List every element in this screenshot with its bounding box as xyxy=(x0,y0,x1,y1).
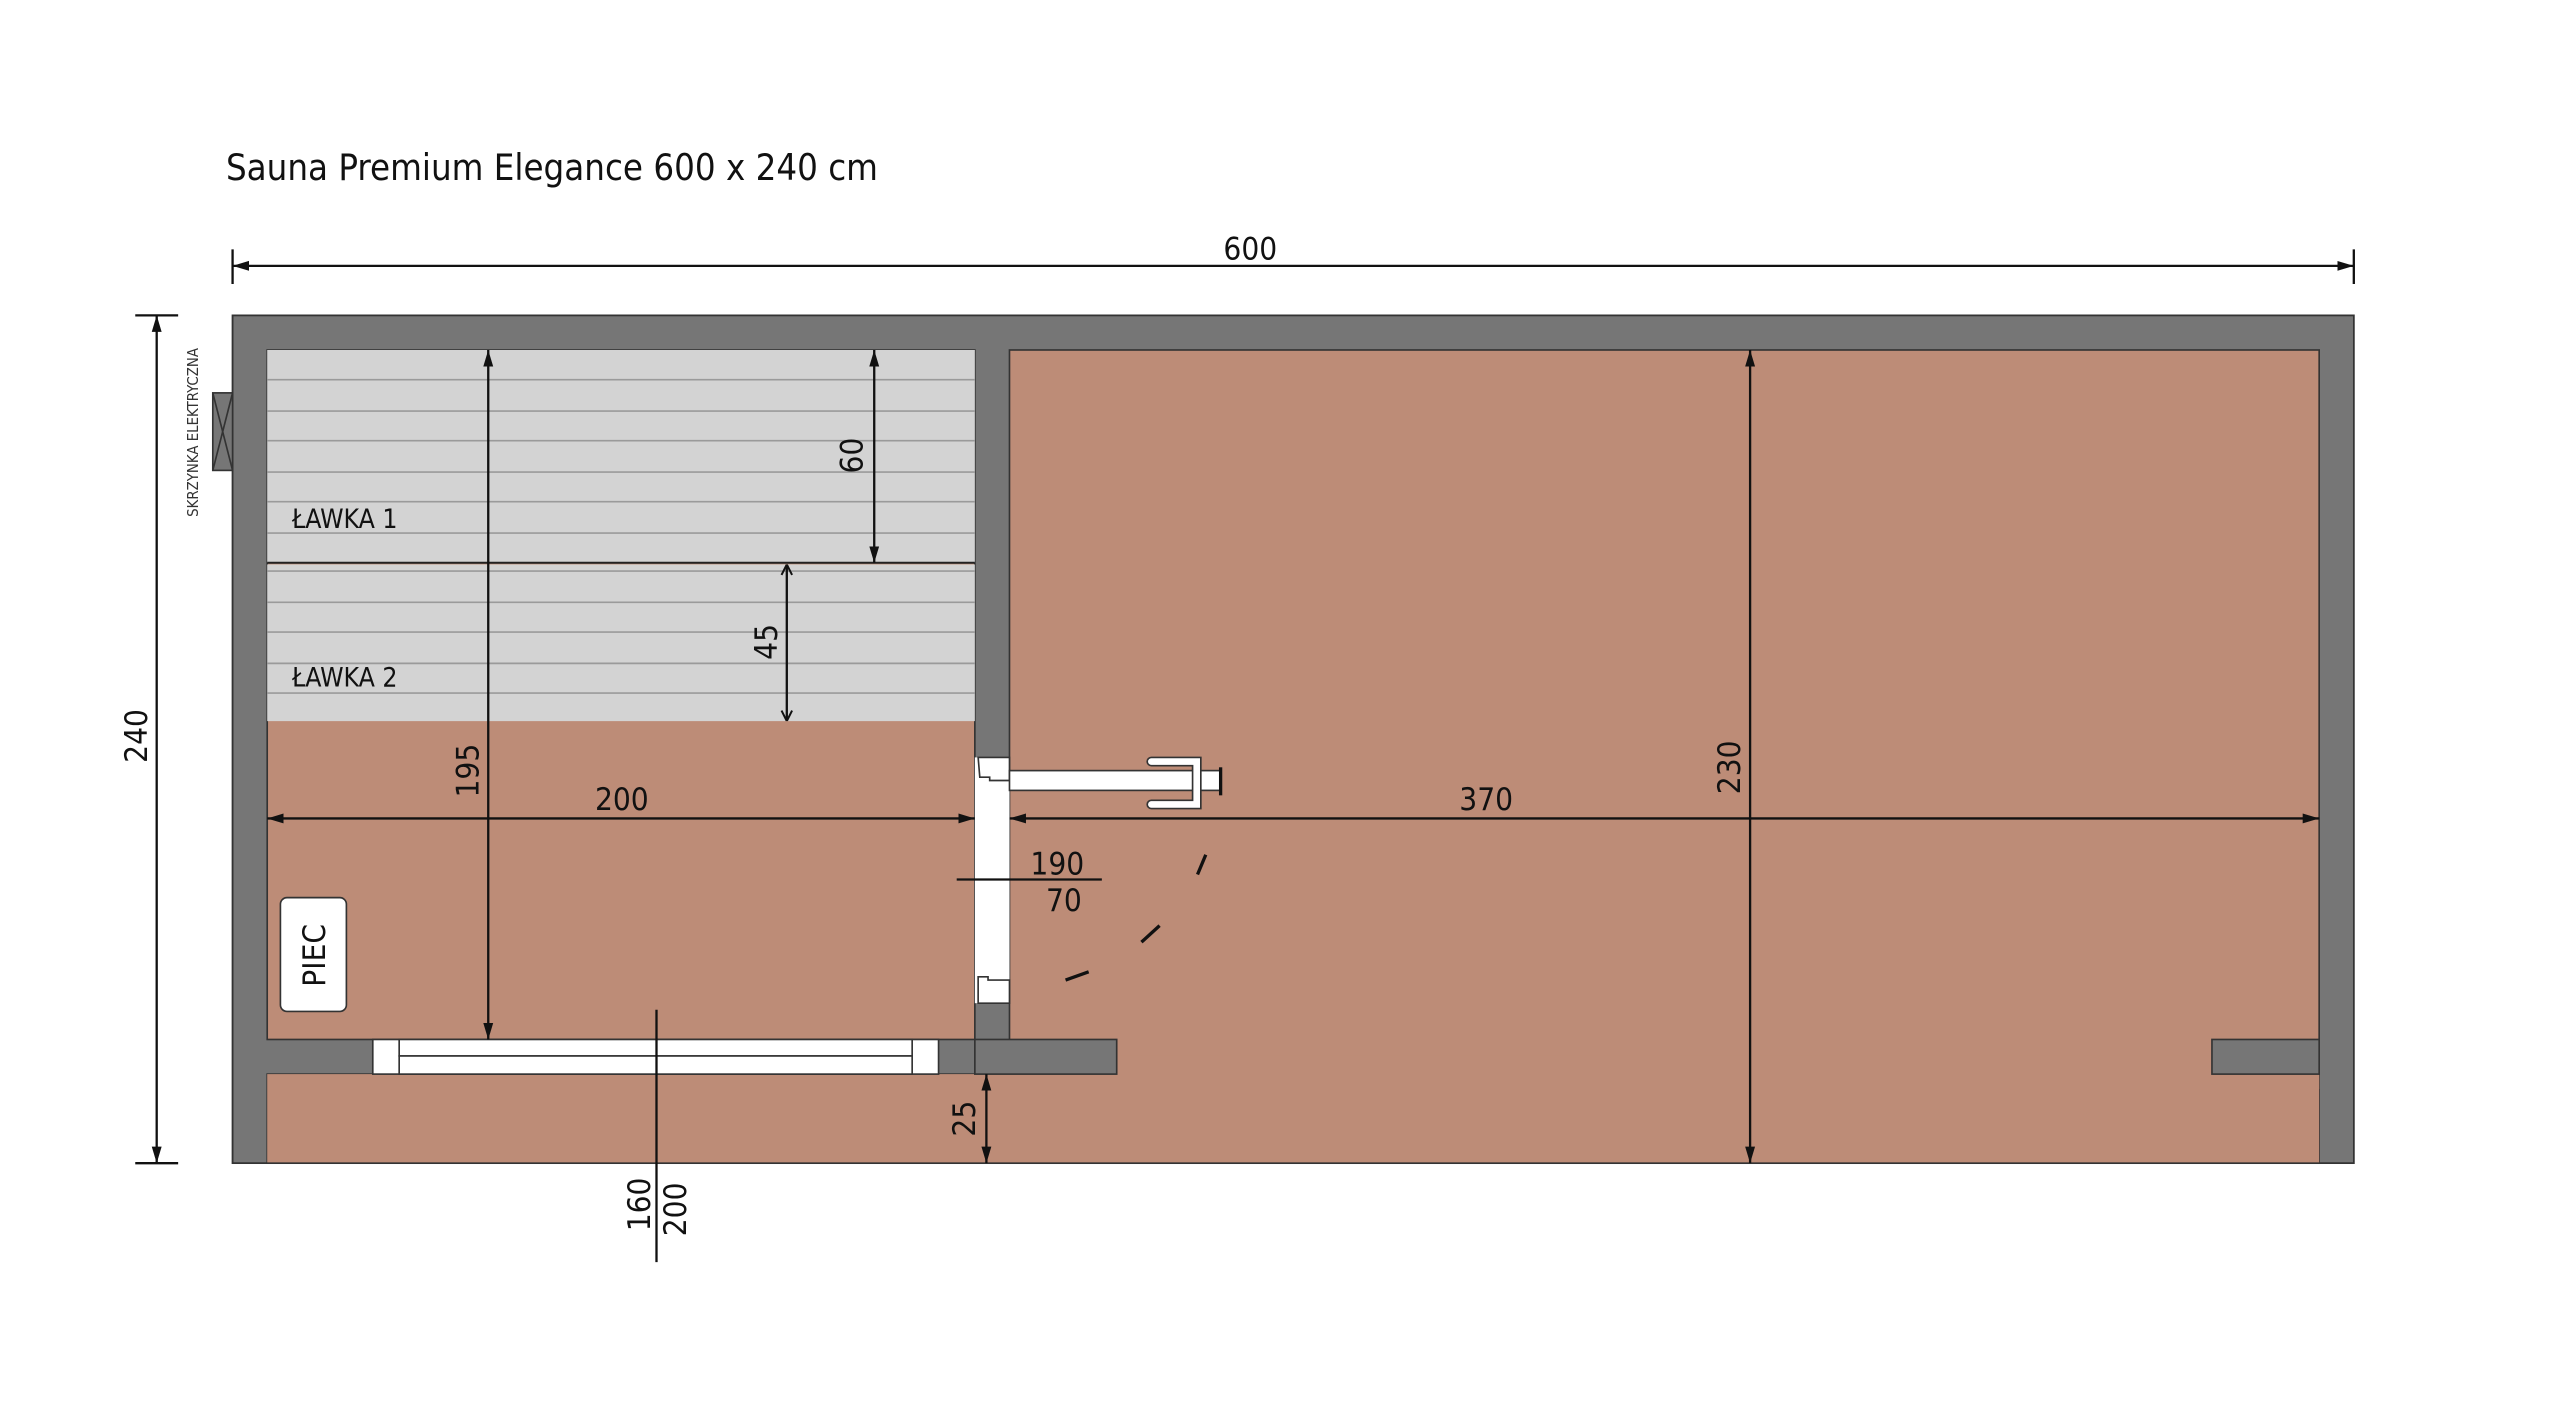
wall-stub xyxy=(974,1038,1118,1075)
svg-text:230: 230 xyxy=(1712,740,1748,794)
dimension-terrace: 25 xyxy=(947,1074,992,1164)
svg-text:ŁAWKA 1: ŁAWKA 1 xyxy=(291,505,398,535)
svg-text:SKRZYNKA ELEKTRYCZNA: SKRZYNKA ELEKTRYCZNA xyxy=(185,347,202,517)
dimension-door: 190 70 xyxy=(956,847,1102,919)
bench-2: ŁAWKA 2 xyxy=(267,564,975,722)
svg-text:PIEC: PIEC xyxy=(297,924,333,987)
svg-text:600: 600 xyxy=(1223,231,1277,267)
dimension-room-depth: 230 xyxy=(1712,349,1756,1164)
svg-text:70: 70 xyxy=(1046,883,1082,919)
svg-text:200: 200 xyxy=(658,1182,694,1236)
dimension-room-width: 370 xyxy=(1009,782,2320,824)
svg-text:ŁAWKA 2: ŁAWKA 2 xyxy=(291,663,398,693)
svg-text:195: 195 xyxy=(450,744,486,798)
dimension-bench-2: 45 xyxy=(749,564,787,722)
dimension-sauna-depth: 195 xyxy=(450,349,494,1040)
dimension-bench-1: 60 xyxy=(835,349,880,563)
svg-text:240: 240 xyxy=(119,709,155,763)
svg-text:200: 200 xyxy=(595,782,649,818)
svg-text:25: 25 xyxy=(947,1101,983,1137)
svg-text:370: 370 xyxy=(1459,782,1513,818)
svg-text:160: 160 xyxy=(622,1178,658,1232)
bench-1: ŁAWKA 1 xyxy=(267,349,975,564)
svg-text:45: 45 xyxy=(749,624,785,660)
dimension-total-depth: 240 xyxy=(119,314,179,1165)
stove: PIEC xyxy=(279,896,348,1013)
plan-title: Sauna Premium Elegance 600 x 240 cm xyxy=(226,146,878,189)
electrical-box: SKRZYNKA ELEKTRYCZNA xyxy=(185,347,234,517)
wall-stub xyxy=(2211,1038,2320,1075)
svg-text:190: 190 xyxy=(1030,847,1084,883)
svg-text:60: 60 xyxy=(835,438,871,474)
dimension-total-width: 600 xyxy=(231,231,2355,285)
room-floor xyxy=(1008,349,2320,1165)
dimension-window: 160 200 xyxy=(622,1009,694,1263)
dimension-sauna-width: 200 xyxy=(267,782,975,824)
